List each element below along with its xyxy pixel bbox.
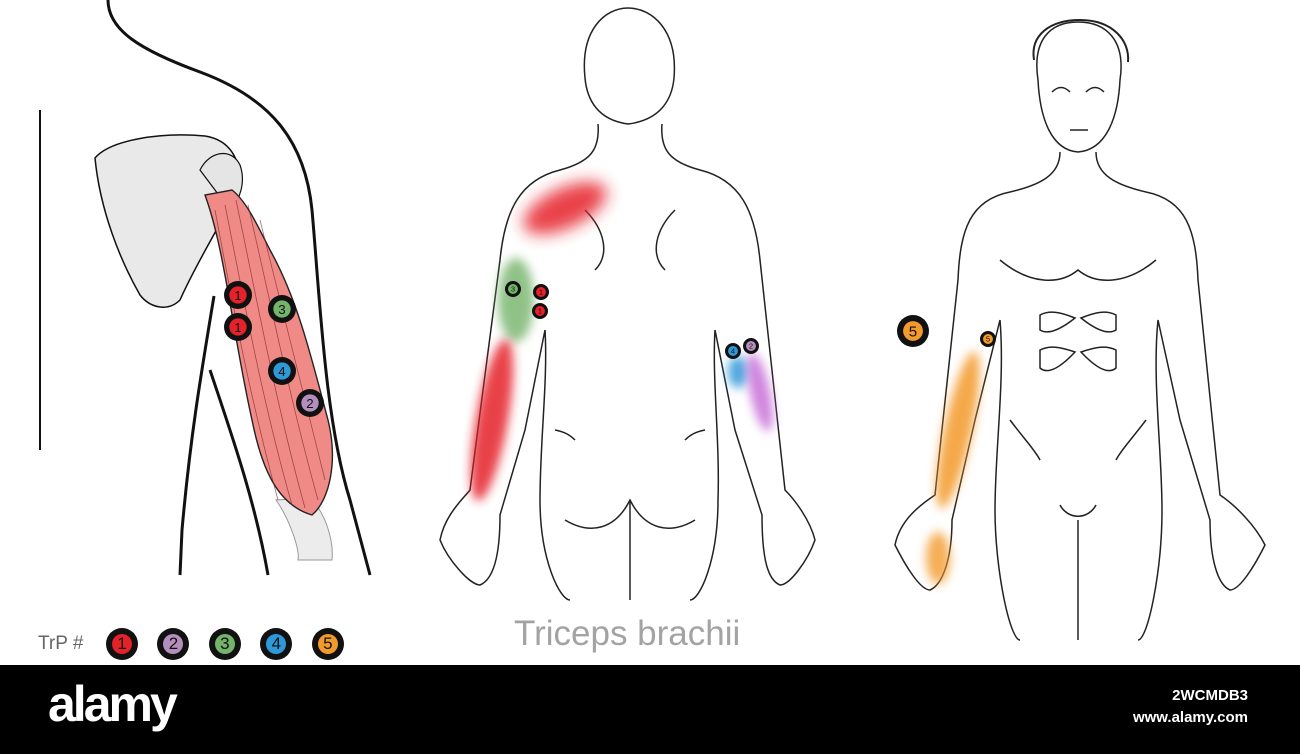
footer-bar: alamy 2WCMDB3 www.alamy.com xyxy=(0,665,1300,754)
back-view-panel xyxy=(439,7,816,601)
svg-text:1: 1 xyxy=(234,288,241,303)
svg-text:4: 4 xyxy=(278,364,285,379)
svg-text:1: 1 xyxy=(538,307,542,316)
svg-text:3: 3 xyxy=(511,285,515,294)
trigger-point-front-view-5: 5 xyxy=(980,331,996,347)
svg-text:5: 5 xyxy=(909,323,917,340)
arm-inner-outline xyxy=(178,295,216,576)
pain-zone-red-lower xyxy=(470,339,514,501)
trigger-point-markers: 1 1 3 4 2 3 1 1 4 2 5 5 xyxy=(224,281,996,417)
pain-zone-green xyxy=(498,258,534,342)
legend-dot-3: 3 xyxy=(208,628,241,660)
front-view-panel xyxy=(894,18,1266,641)
scapula xyxy=(94,134,240,308)
front-torso xyxy=(894,151,1266,641)
diagram-title: Triceps brachii xyxy=(514,614,741,653)
svg-text:3: 3 xyxy=(278,302,285,317)
legend-dot-4: 4 xyxy=(260,628,293,660)
legend-dot-5: 5 xyxy=(311,628,344,660)
front-pelvis xyxy=(1009,419,1147,640)
front-abs xyxy=(1039,311,1117,372)
brand-logo: alamy xyxy=(48,676,178,732)
svg-text:5: 5 xyxy=(986,335,990,344)
back-torso xyxy=(439,123,816,601)
pain-zone-orange-hand xyxy=(926,532,950,584)
trigger-point-muscle-1: 1 xyxy=(224,313,252,341)
trigger-point-back-view-2: 2 xyxy=(743,338,759,354)
legend-dot-1: 1 xyxy=(106,628,138,660)
trigger-point-muscle-1: 1 xyxy=(224,281,252,309)
arm-inner-outline-2 xyxy=(208,369,270,576)
site-url: www.alamy.com xyxy=(1132,709,1248,726)
pain-zone-blue xyxy=(728,356,748,388)
trigger-point-back-view-1: 1 xyxy=(533,284,549,300)
svg-text:4: 4 xyxy=(731,347,735,356)
trigger-point-muscle-4: 4 xyxy=(268,357,296,385)
trigger-point-muscle-2: 2 xyxy=(296,389,324,417)
legend-dot-2: 2 xyxy=(157,628,190,660)
trigger-point-back-view-3: 3 xyxy=(505,281,521,297)
trigger-point-muscle-3: 3 xyxy=(268,295,296,323)
svg-text:1: 1 xyxy=(539,288,543,297)
trigger-point-back-view-1: 1 xyxy=(532,303,548,319)
image-info: 2WCMDB3 www.alamy.com xyxy=(1133,685,1248,729)
front-pain-zones xyxy=(926,351,980,584)
trigger-point-diagram: 1 1 3 4 2 3 1 1 4 2 5 5 xyxy=(39,0,1266,641)
legend-items: 1 2 3 4 5 xyxy=(106,628,359,660)
legend-label: TrP # xyxy=(38,633,84,654)
front-hair xyxy=(1032,18,1130,63)
trigger-point-back-view-4: 4 xyxy=(725,343,741,359)
svg-text:1: 1 xyxy=(234,320,241,335)
back-scapula-left xyxy=(584,209,605,271)
svg-text:2: 2 xyxy=(306,396,313,411)
back-scapula-right xyxy=(655,209,676,271)
svg-text:2: 2 xyxy=(749,342,753,351)
shoulder-outline xyxy=(106,0,372,576)
pain-zone-red-upper xyxy=(523,181,607,235)
front-chest xyxy=(999,259,1157,281)
back-waist xyxy=(554,429,706,441)
muscle-panel xyxy=(39,0,372,576)
pain-zone-orange-forearm xyxy=(936,351,980,509)
elbow-bone xyxy=(275,497,333,561)
pain-zone-purple xyxy=(747,352,773,432)
back-pain-zones xyxy=(470,181,773,501)
front-head xyxy=(1036,21,1122,153)
back-head xyxy=(583,7,676,125)
front-eyes xyxy=(1051,86,1105,131)
trigger-point-front-view-5: 5 xyxy=(897,315,929,347)
muscle-fibers xyxy=(214,199,326,509)
image-id: 2WCMDB3 xyxy=(1172,687,1248,704)
